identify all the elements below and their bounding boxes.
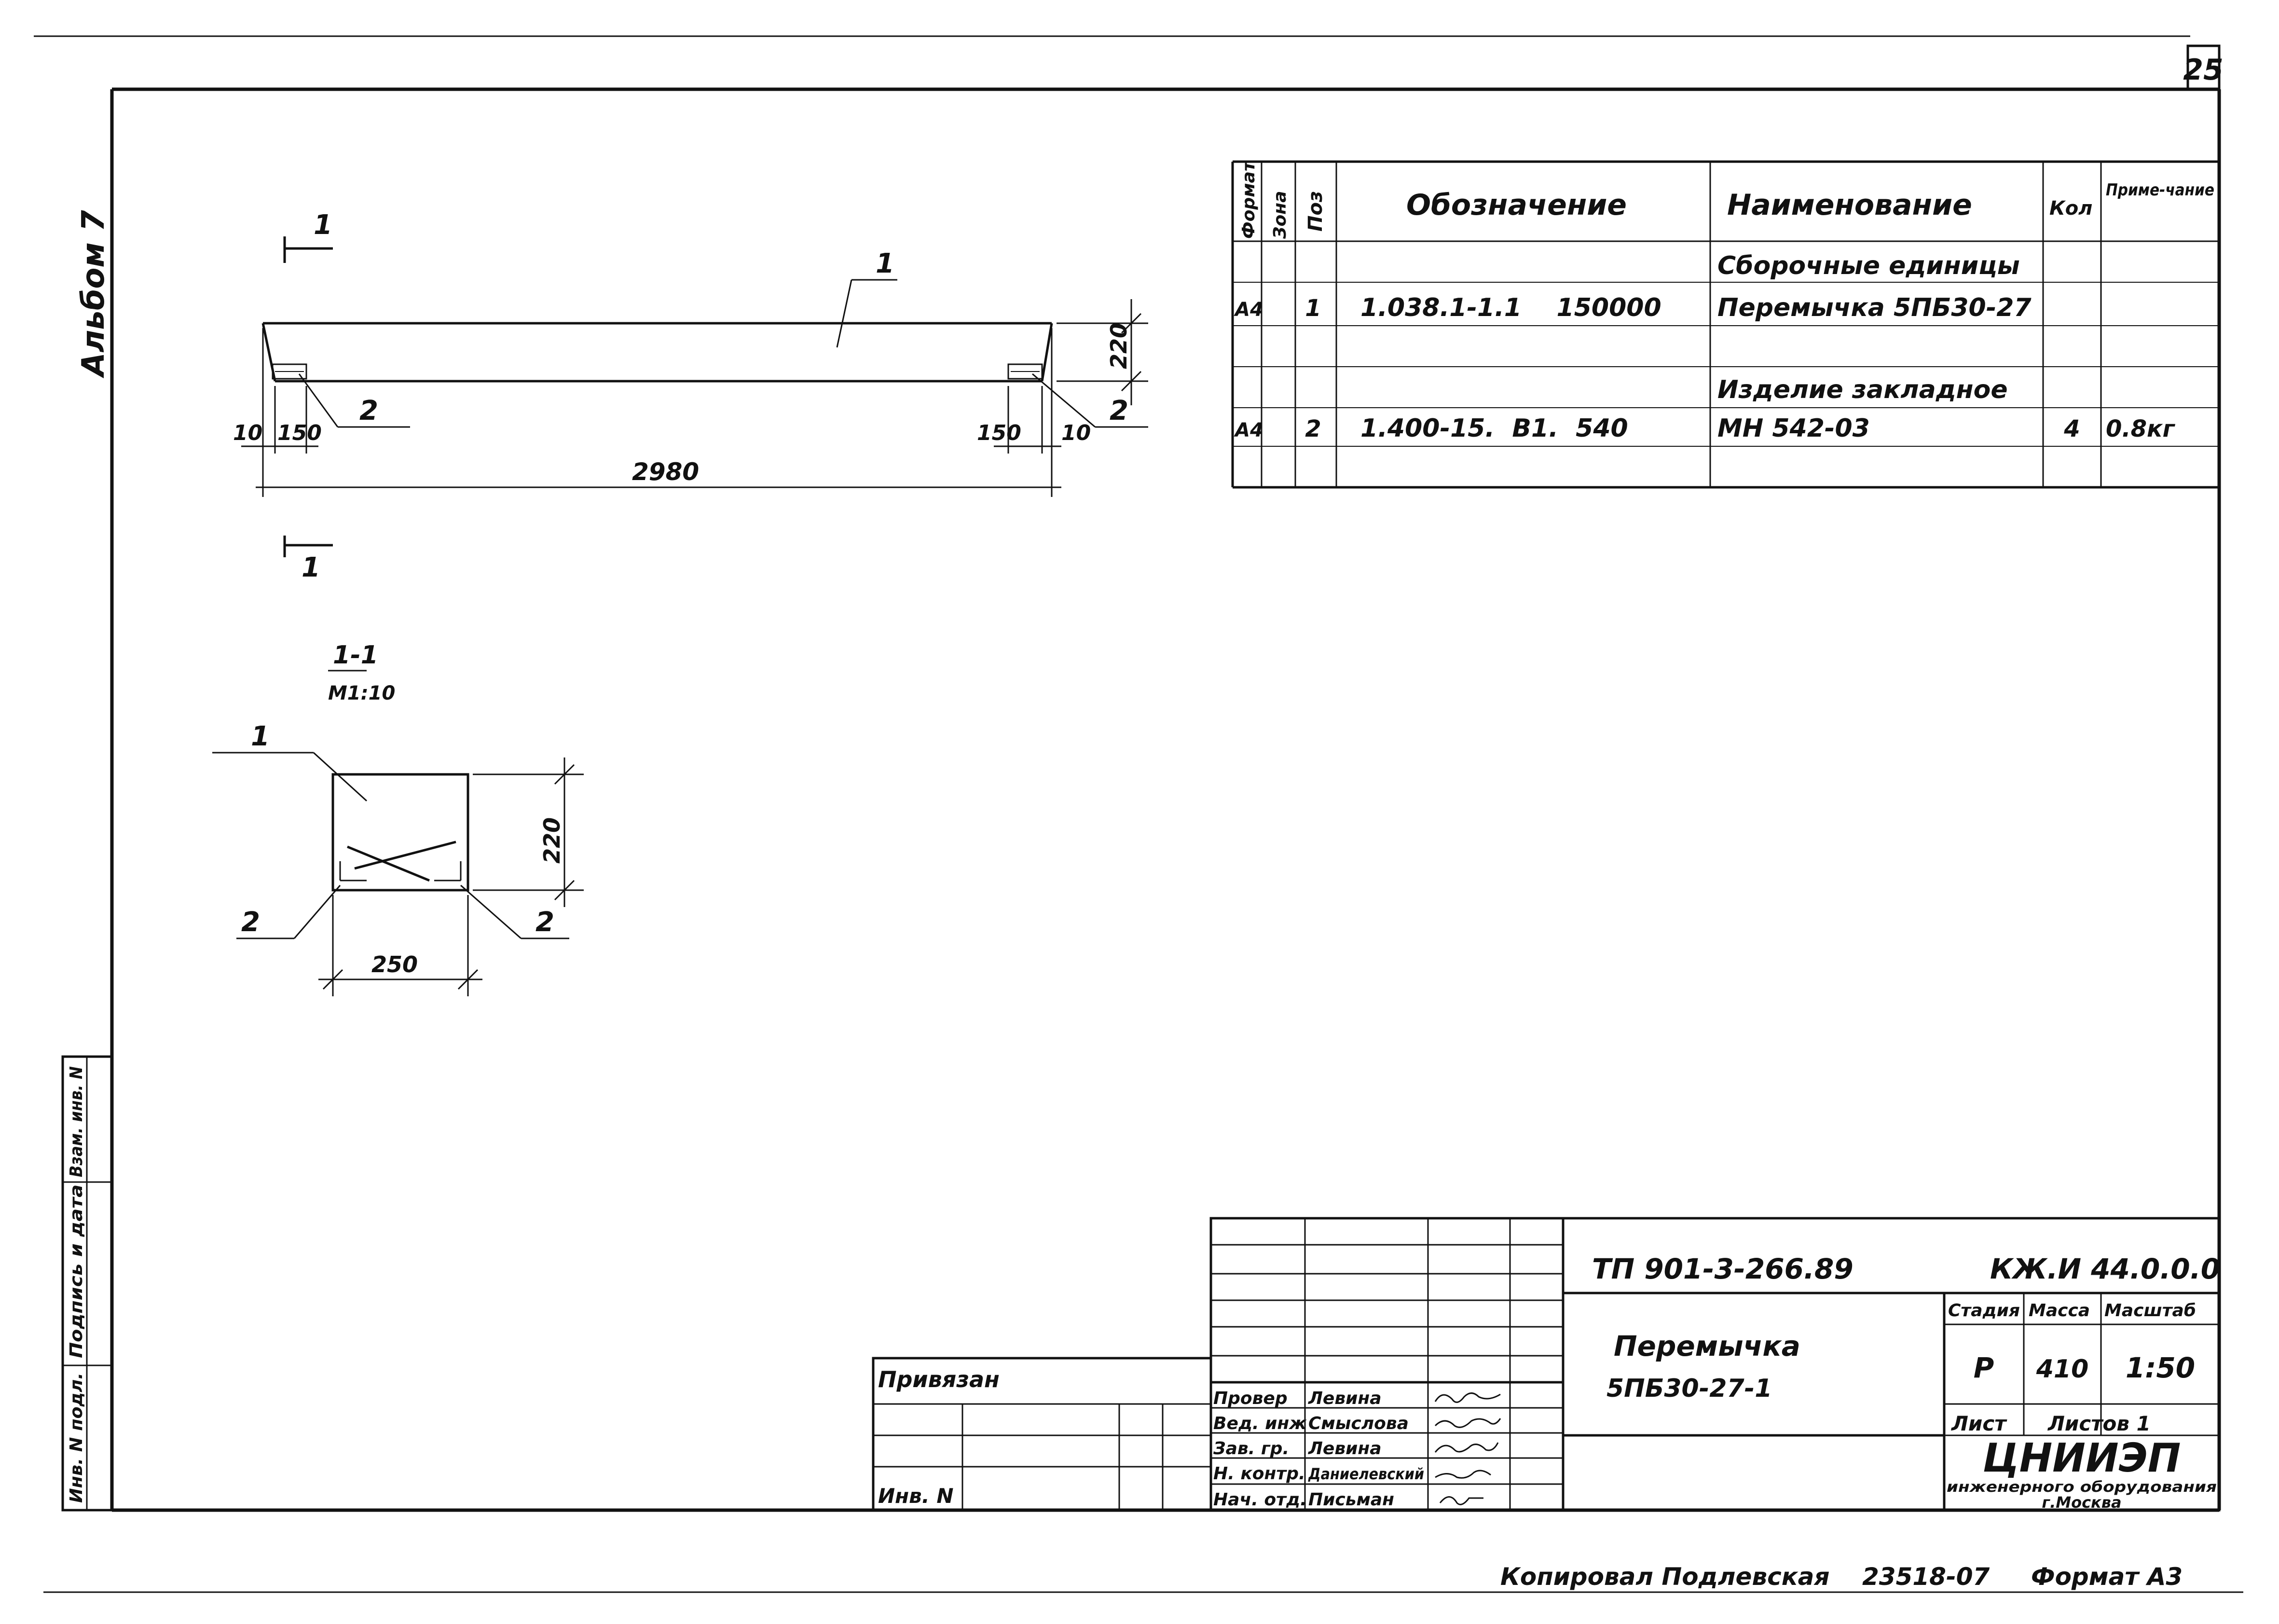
section-mark-bottom: 1 (302, 552, 320, 583)
signer-name: Левина (1308, 1439, 1382, 1459)
elevation-dim-10-right: 10 (1061, 421, 1091, 445)
title-item-name: Перемычка (1614, 1330, 1800, 1363)
spec-header-zone: Зона (1270, 191, 1290, 239)
spec-row: А4 2 1.400-15. В1. 540 МН 542-03 4 0.8кг (1234, 414, 2176, 443)
signer-role: Н. контр. (1213, 1464, 1305, 1484)
signer-row: Вед. инж Смыслова (1213, 1414, 1409, 1433)
elevation-dim-150-right: 150 (977, 421, 1021, 445)
section-width-dim: 250 (371, 951, 418, 977)
signer-role: Зав. гр. (1213, 1439, 1289, 1459)
signer-row: Зав. гр. Левина (1213, 1439, 1382, 1459)
title-col-scale: Масштаб (2104, 1301, 2196, 1321)
side-stamp-inv-orig: Инв. N подл. (67, 1373, 86, 1503)
sheet-number-box (2186, 44, 2221, 91)
title-col-stage: Стадия (1948, 1301, 2020, 1321)
spec-row-name: МН 542-03 (1717, 414, 1870, 443)
title-item-mark: 5ПБ30-27-1 (1606, 1374, 1772, 1403)
title-doc-code: ТП 901-3-266.89 (1592, 1252, 1853, 1285)
footer: Копировал Подлевская 23518-07 Формат А3 (1500, 1563, 2183, 1591)
spec-row-name: Изделие закладное (1717, 375, 2008, 404)
elevation-dim-10-left: 10 (233, 421, 262, 445)
section-callout-1: 1 (251, 721, 270, 752)
elevation-length-dim: 2980 (632, 458, 699, 486)
signer-role: Нач. отд. (1213, 1490, 1307, 1510)
section-height-dim: 220 (539, 817, 565, 864)
spec-row-format: А4 (1234, 299, 1263, 321)
section-mark-top: 1 (314, 209, 332, 241)
title-scale: 1:50 (2126, 1351, 2195, 1384)
signatures (1434, 1392, 1501, 1505)
signer-name: Смыслова (1308, 1414, 1409, 1433)
title-stage: Р (1974, 1351, 1994, 1384)
title-sheets: Листов 1 (2047, 1412, 2151, 1435)
elevation-dim-150-left: 150 (277, 421, 322, 445)
spec-row-note: 0.8кг (2106, 415, 2176, 442)
spec-row-pos: 2 (1305, 415, 1321, 442)
spec-row: Сборочные единицы (1717, 251, 2020, 280)
title-inv-no: Инв. N (878, 1484, 953, 1508)
spec-row-format: А4 (1234, 419, 1263, 441)
spec-row: А4 1 1.038.1-1.1 150000 Перемычка 5ПБ30-… (1234, 293, 2032, 322)
section-title: 1-1 (333, 641, 378, 670)
spec-header-format: Формат (1239, 160, 1259, 239)
title-col-mass: Масса (2029, 1301, 2090, 1321)
spec-table: Формат Зона Поз Обозначение Наименование… (1231, 160, 2219, 489)
side-stamp-replace-inv: Взам. инв. N (67, 1066, 86, 1177)
spec-row-name: Сборочные единицы (1717, 251, 2020, 280)
spec-header-name: Наименование (1727, 188, 1972, 222)
title-mass: 410 (2036, 1355, 2089, 1384)
signer-role: Вед. инж (1213, 1414, 1307, 1433)
spec-header-qty: Кол (2049, 197, 2092, 220)
signer-name: Даниелевский (1308, 1465, 1424, 1483)
signer-name: Левина (1308, 1389, 1382, 1408)
title-sheet-code: КЖ.И 44.0.0.0 (1990, 1252, 2220, 1285)
signer-row: Нач. отд. Письман (1213, 1490, 1394, 1510)
spec-row-designation: 1.400-15. В1. 540 (1360, 414, 1628, 443)
footer-copied-by: Копировал Подлевская (1500, 1563, 1830, 1591)
side-stamp-sign-date: Подпись и дата (67, 1184, 86, 1358)
signer-row: Провер Левина (1213, 1389, 1382, 1408)
footer-order-no: 23518-07 (1862, 1563, 1990, 1591)
section-callout-2-right: 2 (535, 907, 554, 938)
section-callout-2-left: 2 (241, 907, 260, 938)
title-block: Привязан Инв. N Провер Левина Вед. инж С… (872, 1217, 2221, 1512)
spec-row-qty: 4 (2063, 415, 2080, 442)
signer-name: Письман (1308, 1490, 1394, 1510)
section-scale: М1:10 (328, 682, 395, 704)
title-sheet: Лист (1950, 1412, 2007, 1435)
spec-row-name: Перемычка 5ПБ30-27 (1717, 293, 2032, 322)
signer-row: Н. контр. Даниелевский (1213, 1464, 1424, 1484)
spec-row-designation: 1.038.1-1.1 150000 (1360, 293, 1661, 322)
title-org-name: ЦНИИЭП (1983, 1435, 2181, 1481)
sheet-number: 25 (2183, 53, 2224, 87)
spec-row: Изделие закладное (1717, 375, 2008, 404)
footer-format: Формат А3 (2031, 1563, 2183, 1591)
spec-row-pos: 1 (1305, 295, 1321, 322)
side-stamp: Взам. инв. N Подпись и дата Инв. N подл. (61, 1055, 113, 1512)
elevation-callout-2-right: 2 (1110, 395, 1128, 427)
album-label: Альбом 7 (76, 210, 111, 379)
section-view: 1-1 М1:10 1 2 2 220 (212, 641, 584, 996)
spec-header-note: Приме-чание (2106, 180, 2214, 200)
title-privyazan: Привязан (878, 1366, 1000, 1392)
signer-role: Провер (1213, 1389, 1288, 1408)
title-org-sub: инженерного оборудования (1947, 1479, 2217, 1496)
spec-header-pos: Поз (1304, 191, 1327, 232)
elevation-height-dim: 220 (1106, 323, 1132, 369)
title-org-city: г.Москва (2042, 1493, 2121, 1512)
spec-header-designation: Обозначение (1406, 188, 1627, 222)
elevation-callout-2-left: 2 (359, 395, 378, 427)
elevation-callout-1: 1 (876, 248, 894, 279)
elevation-view: 1 1 1 2 2 220 (233, 209, 1148, 583)
